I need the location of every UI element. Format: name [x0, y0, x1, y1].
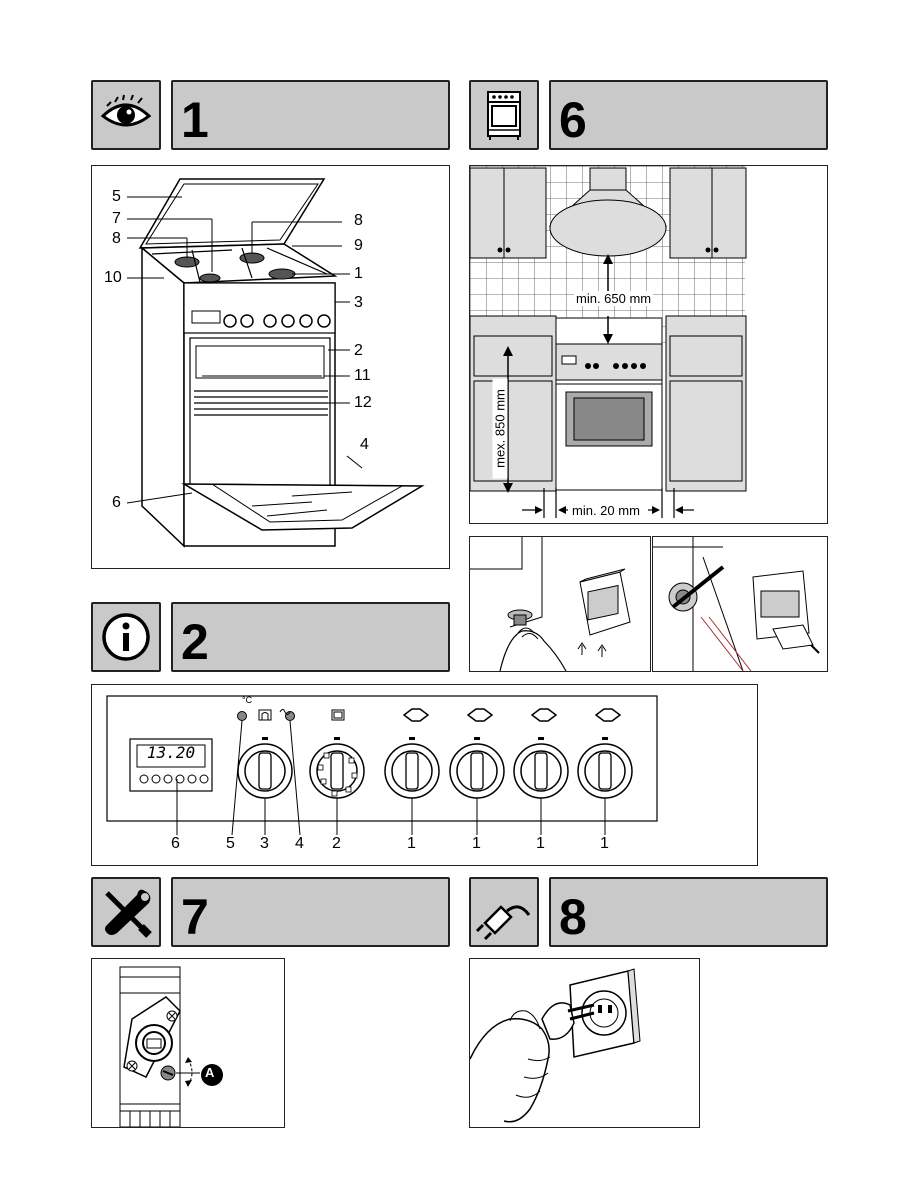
section-7-icon-box [91, 877, 161, 947]
section-7-header: 7 [171, 877, 450, 947]
label-thermostat-knob: 3 [260, 835, 269, 852]
label-burner-knob-1: 1 [407, 835, 416, 852]
fig1-label-7: 7 [112, 210, 121, 227]
section-6-number: 6 [559, 92, 587, 148]
callout-a: A [205, 1065, 215, 1080]
section-7-number: 7 [181, 889, 209, 945]
plug-icon [475, 905, 531, 941]
label-function-knob: 2 [332, 835, 341, 852]
fig1-label-2: 2 [354, 342, 363, 359]
section-2-number: 2 [181, 614, 209, 670]
section-8-number: 8 [559, 889, 587, 945]
side-gap-label: min. 20 mm [570, 503, 642, 518]
installation-figure: min. 650 mm mex. 850 mm min. 20 mm [469, 165, 828, 524]
thermostat-unit: °C [242, 695, 253, 705]
section-8-header: 8 [549, 877, 828, 947]
hood-distance-label: min. 650 mm [574, 291, 654, 306]
fig1-label-9: 9 [354, 237, 363, 254]
eye-icon [100, 94, 152, 127]
fig1-label-11: 11 [354, 367, 371, 384]
timer-display: 13.20 [146, 743, 196, 762]
fig1-label-3: 3 [354, 294, 363, 311]
fig1-label-10: 10 [104, 269, 122, 286]
section-2-icon-box [91, 602, 161, 672]
label-burner-knob-2: 1 [472, 835, 481, 852]
info-icon [102, 613, 150, 661]
control-panel-figure: 13.20 °C 6 5 3 4 2 1 1 1 1 [91, 684, 758, 866]
height-label: mex. 850 mm [492, 378, 508, 479]
section-8-icon-box [469, 877, 539, 947]
section-6-icon-box [469, 80, 539, 150]
section-1-number: 1 [181, 92, 209, 148]
label-burner-knob-4: 1 [600, 835, 609, 852]
label-burner-knob-3: 1 [536, 835, 545, 852]
section-1-icon-box [91, 80, 161, 150]
fig1-label-8-right: 8 [354, 212, 363, 229]
section-1-header: 1 [171, 80, 450, 150]
fig1-label-6: 6 [112, 494, 121, 511]
section-2-header: 2 [171, 602, 450, 672]
cooker-icon [487, 91, 521, 140]
drawer-figure [652, 536, 828, 672]
levelling-feet-figure [469, 536, 651, 672]
label-timer: 6 [171, 835, 180, 852]
cooker-overview-figure: 5 7 8 8 9 10 1 3 2 11 12 4 6 [91, 165, 450, 569]
tools-icon [105, 889, 152, 938]
section-6-header: 6 [549, 80, 828, 150]
fig1-label-5: 5 [112, 188, 121, 205]
fig1-label-4: 4 [360, 436, 369, 453]
label-thermostat-lamp: 5 [226, 835, 235, 852]
plug-socket-figure [469, 958, 700, 1128]
burner-adjust-figure: A [91, 958, 285, 1128]
fig1-label-12: 12 [354, 394, 372, 411]
fig1-label-8-left: 8 [112, 230, 121, 247]
fig1-label-1: 1 [354, 265, 363, 282]
label-power-lamp: 4 [295, 835, 304, 852]
